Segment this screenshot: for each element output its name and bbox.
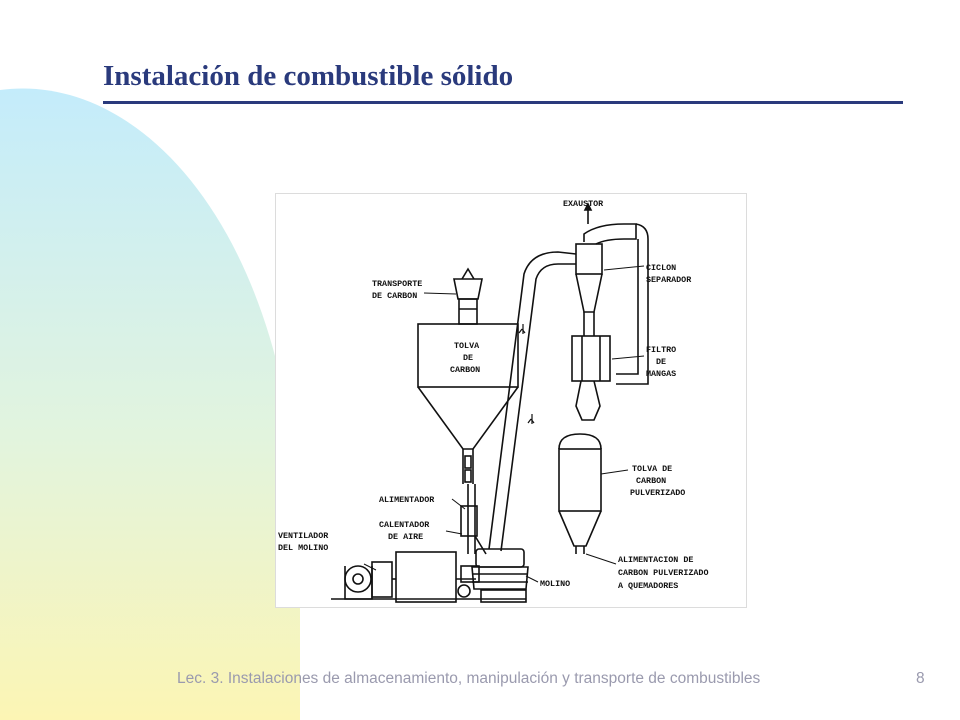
label-transporte: TRANSPORTE [372,279,422,289]
label-de-aire: DE AIRE [388,532,423,542]
coal-transport-hopper [453,267,483,325]
label-calentador: CALENTADOR [379,520,430,530]
label-ciclon: CICLON [646,263,676,273]
label-filtro: FILTRO [646,345,676,355]
label-tolva: TOLVA [454,341,480,351]
label-ventilador: VENTILADOR [278,531,329,541]
label-alimentacion: ALIMENTACION DE [618,555,693,565]
feeder-column [460,455,487,555]
page-number: 8 [916,670,925,687]
riser-pipe [488,251,577,552]
label-carbon-pulv: CARBON [636,476,666,486]
label-tolva-carbon: CARBON [450,365,480,375]
label-pointers [363,265,645,583]
label-alimentador: ALIMENTADOR [379,495,435,505]
label-de-carbon: DE CARBON [372,291,417,301]
cyclone-separator [575,223,649,385]
exhaust-arrow [583,202,593,224]
pulverized-coal-hopper [558,433,602,554]
label-mangas: MANGAS [646,369,676,379]
label-del-molino: DEL MOLINO [278,543,328,553]
slide-title: Instalación de combustible sólido [103,60,514,92]
title-underline [103,101,903,104]
bag-filter [571,335,611,421]
label-filtro-de: DE [656,357,666,367]
coal-installation-diagram: EXAUSTOR CICLON SEPARADOR TRANSPORTE DE … [275,193,747,608]
label-separador: SEPARADOR [646,275,692,285]
label-exaustor: EXAUSTOR [563,199,604,209]
label-tolva-de-pulv: TOLVA DE [632,464,672,474]
slide-footer: Lec. 3. Instalaciones de almacenamiento,… [177,670,761,687]
mill-fan [331,551,526,603]
mill [457,548,529,603]
label-carbon-pulverizado: CARBON PULVERIZADO [618,568,708,578]
label-a-quemadores: A QUEMADORES [618,581,678,591]
label-molino: MOLINO [540,579,570,589]
label-tolva-de: DE [463,353,473,363]
coal-hopper [417,323,519,484]
label-pulverizado: PULVERIZADO [630,488,685,498]
